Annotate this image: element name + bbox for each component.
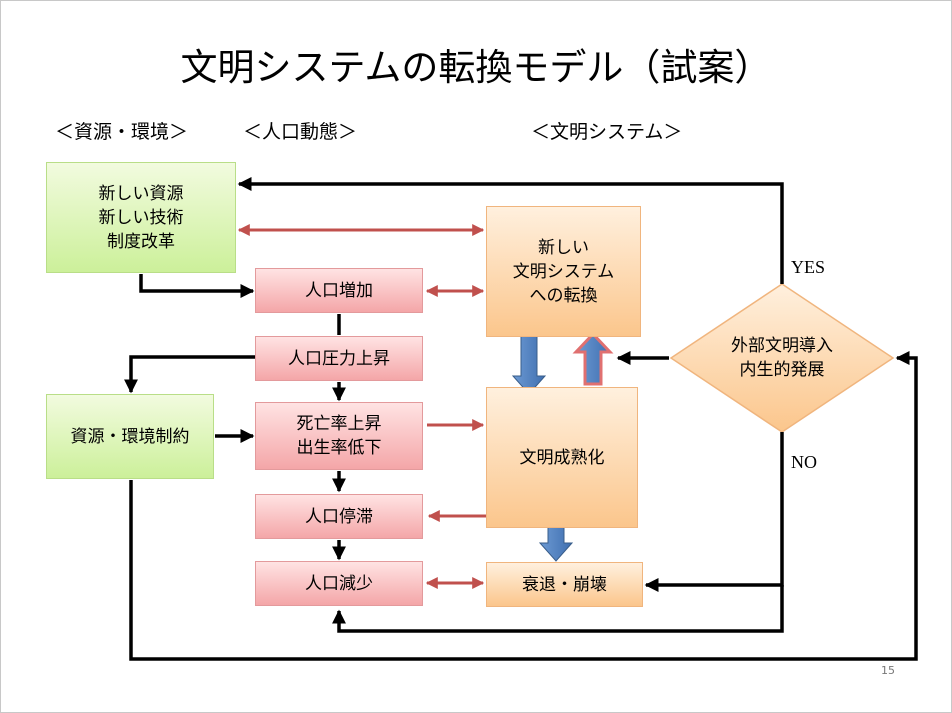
- node-pop-decrease: 人口減少: [255, 561, 423, 606]
- label-yes: YES: [791, 257, 826, 277]
- blue-arrow-up-to-new-civ: [572, 331, 614, 386]
- node-pop-pressure: 人口圧力上昇: [255, 336, 423, 381]
- page-number: 15: [881, 664, 895, 677]
- arrow-pressure-to-constraint: [124, 355, 255, 394]
- node-decision: 外部文明導入 内生的発展: [731, 336, 833, 380]
- blue-arrow-down-to-decline: [538, 526, 574, 562]
- arrow-no-to-decline: [644, 432, 784, 592]
- node-resource-constraint: 資源・環境制約: [46, 394, 214, 479]
- arrow-loop-to-pop-decrease: [332, 585, 784, 633]
- node-new-civ: 新しい 文明システム への転換: [486, 206, 641, 337]
- arrow-outer-loop-to-decision: [129, 351, 918, 661]
- blue-arrow-down-to-maturity: [511, 334, 547, 395]
- page-title: 文明システムの転換モデル（試案）: [180, 46, 772, 89]
- column-header-population: ＜人口動態＞: [243, 121, 358, 143]
- node-decline: 衰退・崩壊: [486, 562, 643, 607]
- node-death-birth: 死亡率上昇 出生率低下: [255, 402, 423, 470]
- arrow-new-resources-to-pop-increase: [139, 274, 255, 298]
- node-pop-stagnation: 人口停滞: [255, 494, 423, 539]
- node-civ-maturity: 文明成熟化: [486, 387, 638, 528]
- node-pop-increase: 人口増加: [255, 268, 423, 313]
- node-new-resources: 新しい資源 新しい技術 制度改革: [46, 162, 236, 273]
- column-header-resources: ＜資源・環境＞: [55, 121, 189, 143]
- label-no: NO: [791, 452, 817, 472]
- arrow-yes-to-new-resources: [237, 177, 784, 284]
- column-header-civilization: ＜文明システム＞: [531, 121, 683, 143]
